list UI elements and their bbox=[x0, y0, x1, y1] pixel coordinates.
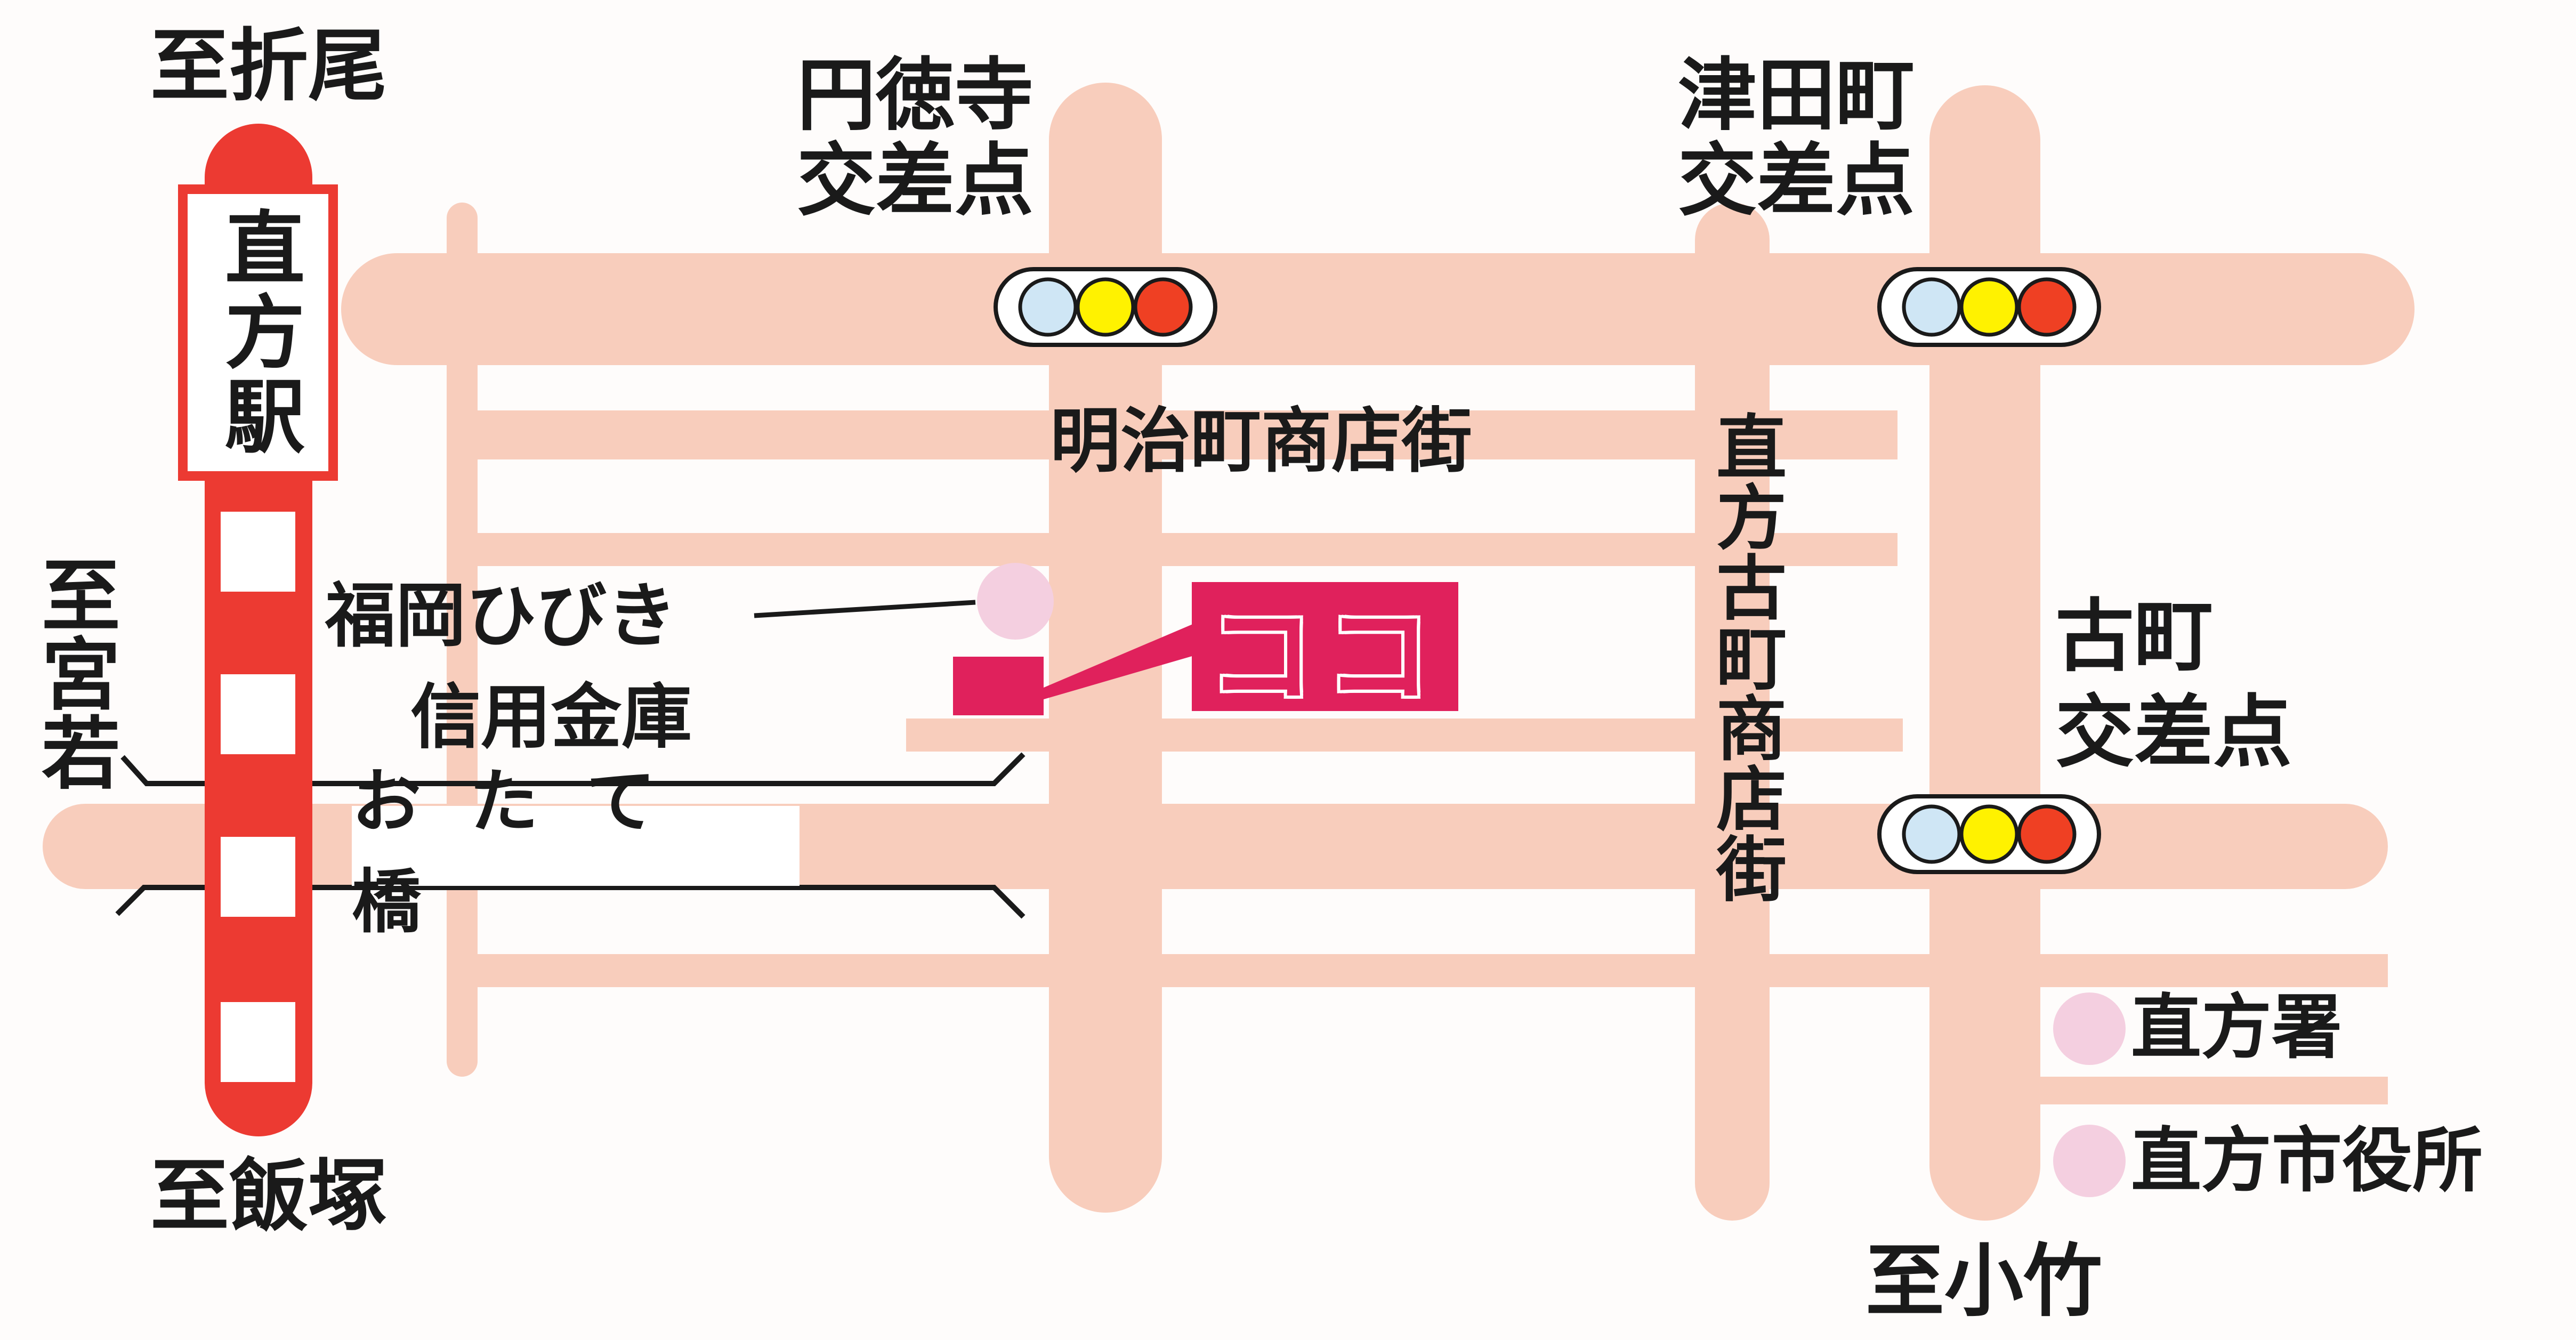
rail-crossing-3 bbox=[221, 837, 295, 917]
road-v-tsuda bbox=[1929, 85, 2040, 1221]
intersection-entokuji-suffix: 交差点 bbox=[797, 135, 1033, 227]
bridge-name: おたて橋 bbox=[352, 761, 704, 942]
destination-marker-icon bbox=[953, 657, 1044, 715]
destination-box: ココ bbox=[1192, 582, 1458, 719]
rail-crossing-2 bbox=[221, 674, 295, 754]
intersection-furumachi-suffix: 交差点 bbox=[2055, 687, 2292, 778]
station-box bbox=[178, 184, 338, 481]
road-7 bbox=[2036, 1077, 2388, 1104]
bridge-rail-north bbox=[120, 752, 1025, 786]
road-3 bbox=[469, 533, 1897, 566]
city-hall-marker-icon bbox=[2053, 1125, 2126, 1197]
bank-marker-icon bbox=[977, 563, 1054, 640]
intersection-tsudamachi-name: 津田町 bbox=[1678, 50, 1915, 141]
direction-southeast-label: 至小竹 bbox=[1866, 1236, 2102, 1327]
direction-south-label: 至飯塚 bbox=[150, 1150, 387, 1242]
bank-leader-line bbox=[754, 600, 976, 618]
traffic-signal-entokuji-icon bbox=[994, 267, 1217, 347]
destination-label: ココ bbox=[1207, 594, 1442, 719]
rail-crossing-1 bbox=[221, 512, 295, 592]
road-6 bbox=[469, 954, 2388, 987]
city-hall-label: 直方市役所 bbox=[2131, 1120, 2483, 1202]
station-name: 直方駅 bbox=[211, 206, 304, 459]
intersection-entokuji-name: 円徳寺 bbox=[797, 50, 1033, 141]
road-v-entokuji bbox=[1049, 83, 1162, 1213]
bank-label-line2: 信用金庫 bbox=[410, 676, 692, 758]
police-label: 直方署 bbox=[2131, 987, 2342, 1069]
direction-north-label: 至折尾 bbox=[150, 20, 387, 112]
bridge-label: おたて橋 bbox=[352, 761, 800, 942]
destination-pointer bbox=[1044, 624, 1194, 699]
rail-crossing-4 bbox=[221, 1002, 295, 1082]
traffic-signal-tsudamachi-icon bbox=[1877, 267, 2101, 347]
intersection-furumachi-name: 古町 bbox=[2055, 591, 2213, 682]
police-marker-icon bbox=[2053, 992, 2126, 1065]
road-2 bbox=[469, 410, 1897, 459]
bank-label-line1: 福岡ひびき bbox=[325, 575, 677, 657]
intersection-tsudamachi-suffix: 交差点 bbox=[1678, 135, 1915, 227]
road-top bbox=[341, 253, 2415, 365]
traffic-signal-furumachi-icon bbox=[1877, 794, 2101, 874]
road-v-furumachi-st bbox=[1695, 203, 1770, 1221]
street-meiji-label: 明治町商店街 bbox=[1050, 400, 1472, 482]
bridge-rail-south bbox=[115, 885, 1025, 919]
street-nogata-furumachi-label: 直方古町商店街 bbox=[1704, 410, 1787, 903]
direction-west-label: 至宮若 bbox=[28, 554, 120, 791]
